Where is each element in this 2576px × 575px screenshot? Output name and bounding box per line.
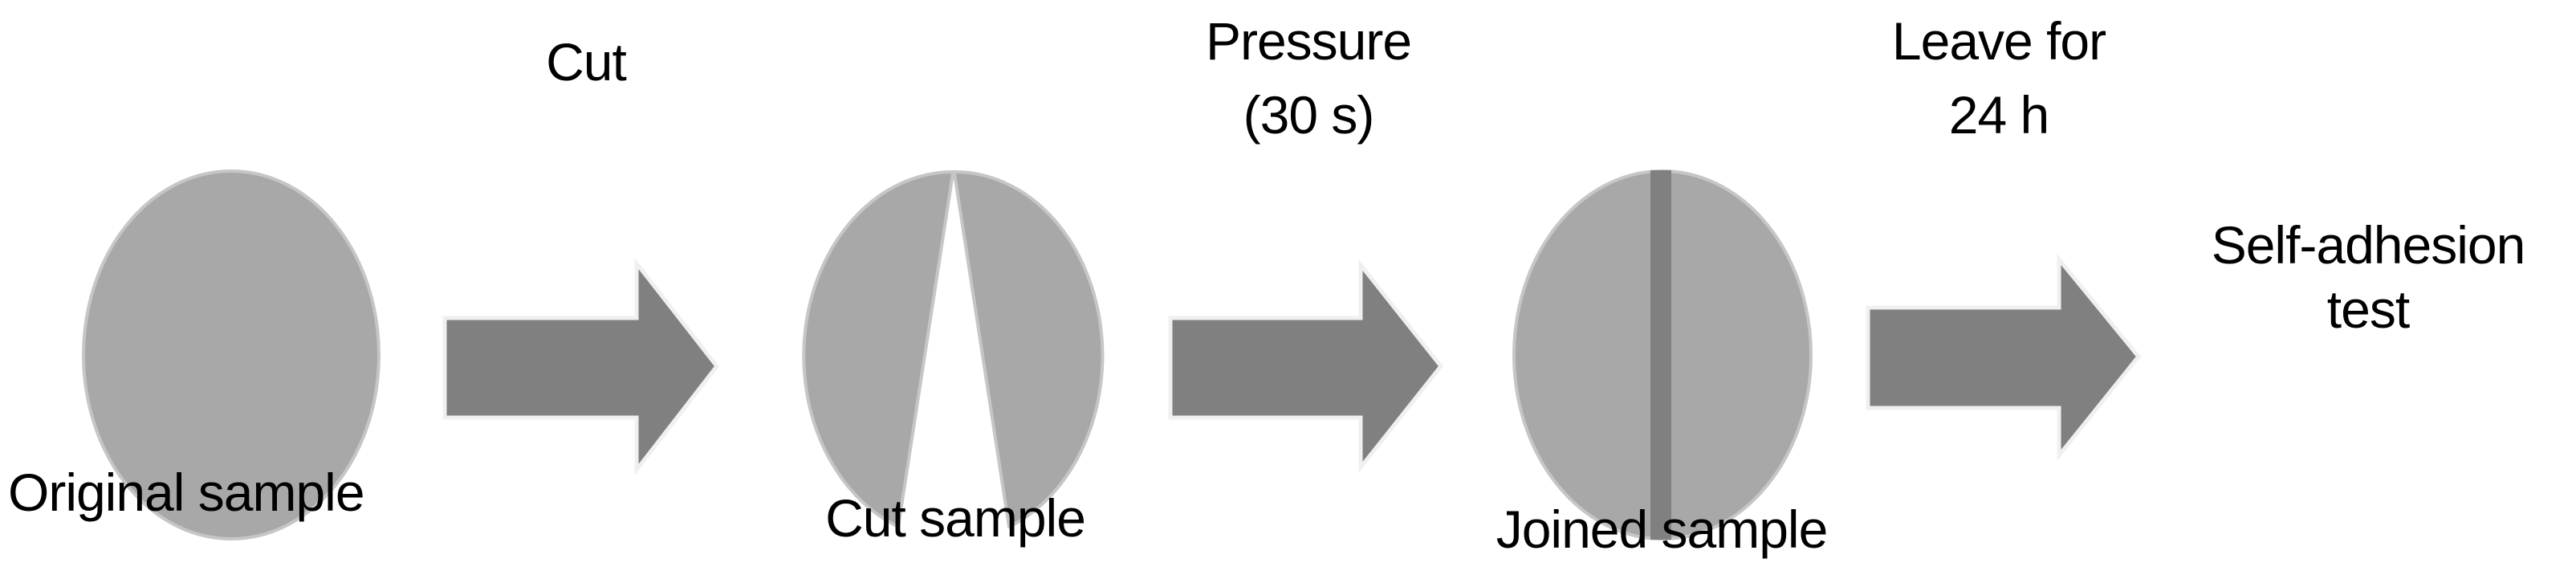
step-label-line: (30 s) [1243,85,1375,145]
cut-sample-label: Cut sample [825,488,1086,548]
self-adhesion-test-label: Self-adhesion test [2167,213,2569,341]
arrow-right-icon [442,257,720,476]
joined-seam [1650,170,1671,540]
original-sample-disc [82,169,380,540]
step-label-line: Pressure [1205,11,1412,71]
step-pressure-label: Pressure (30 s) [1172,10,1445,146]
final-stage-line: test [2326,279,2410,339]
step-leave-label: Leave for 24 h [1862,10,2135,146]
arrow-right-icon [1168,259,1444,474]
original-sample-label: Original sample [8,463,365,522]
step-cut-label: Cut [506,31,666,93]
step-label-line: Cut [546,32,627,92]
final-stage-line: Self-adhesion [2211,215,2526,275]
cut-sample-left-half [802,170,954,528]
step-label-line: Leave for [1891,11,2106,71]
joined-sample-label: Joined sample [1496,500,1829,559]
step-label-line: 24 h [1948,85,2049,145]
cut-sample-right-half [953,169,1105,528]
arrow-right-icon [1866,253,2142,462]
